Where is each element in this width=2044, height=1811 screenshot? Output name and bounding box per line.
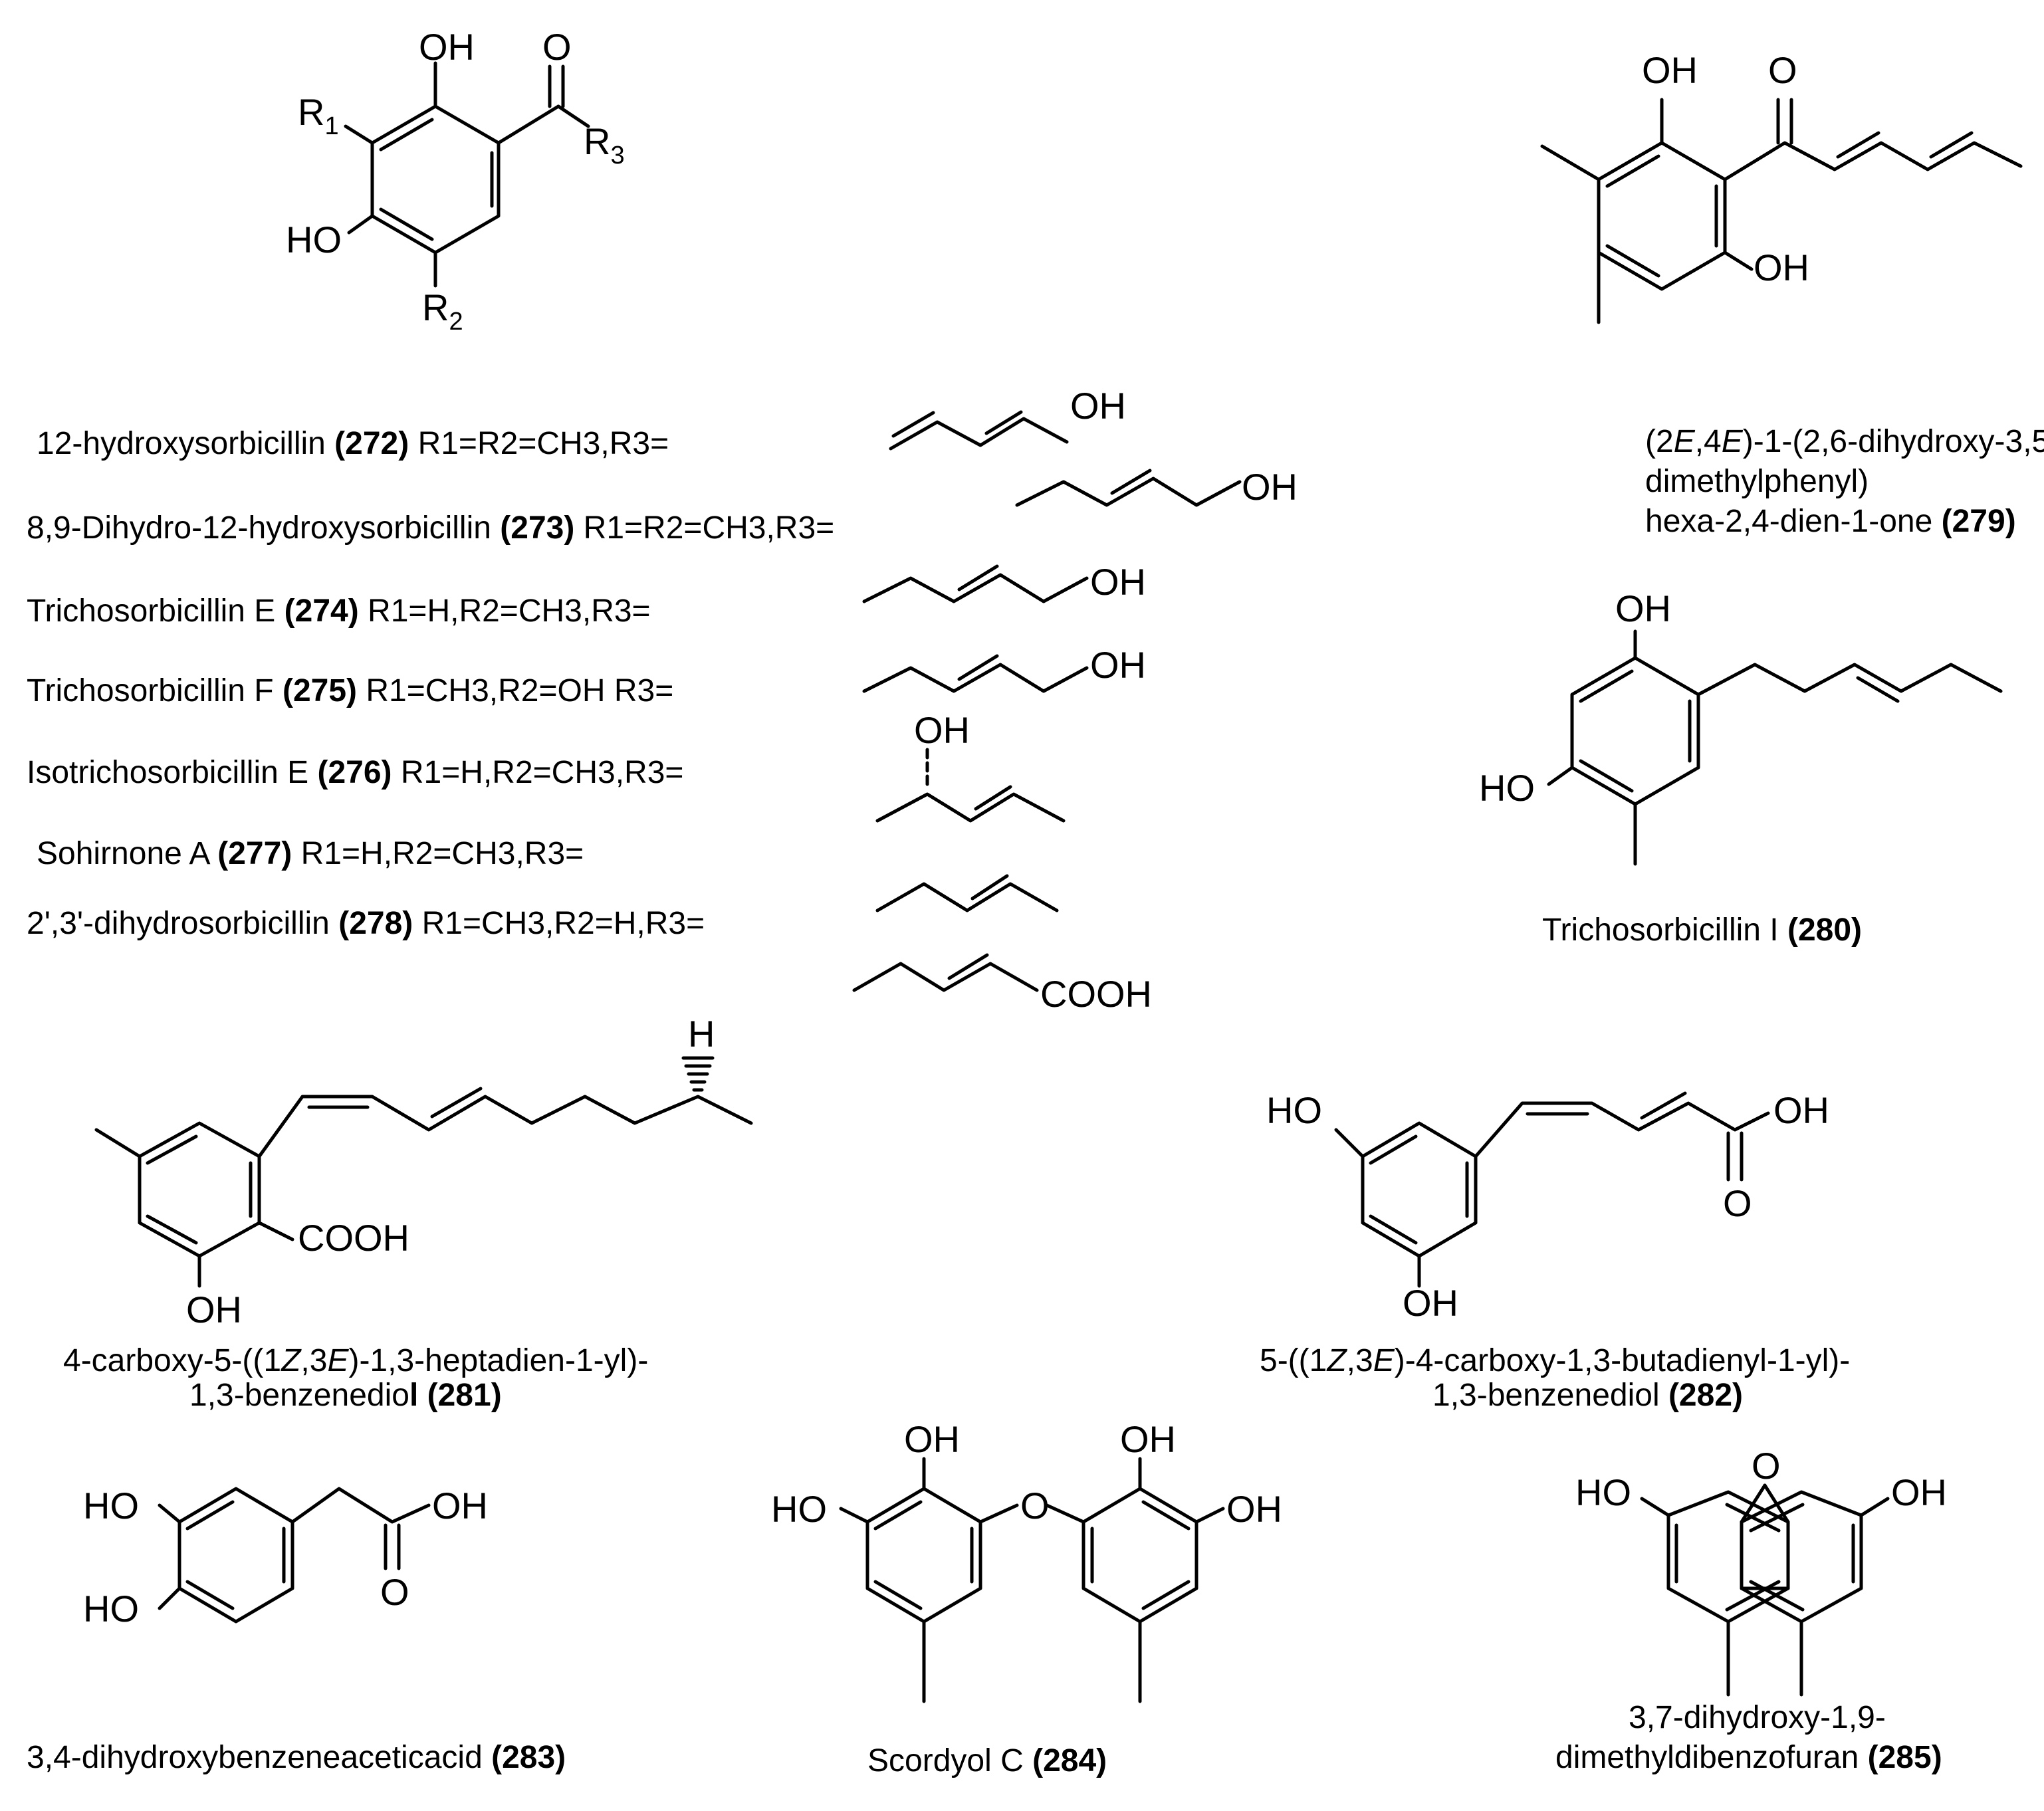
structure-280 — [1547, 629, 2003, 866]
r3-sidechain-276 — [875, 748, 1066, 823]
s285-furan-o: O — [1752, 1445, 1781, 1487]
r3-278-cooh: COOH — [1040, 973, 1152, 1015]
caption-282-line1: 5-((1Z,3E)-4-carboxy-1,3-butadienyl-1-yl… — [1260, 1343, 1850, 1378]
s282-oh-acid: OH — [1773, 1089, 1829, 1131]
structure-284 — [839, 1457, 1225, 1703]
r3-sidechain-274 — [862, 564, 1089, 603]
caption-281-line1: 4-carboxy-5-((1Z,3E)-1,3-heptadien-1-yl)… — [63, 1343, 648, 1378]
row-277: Sohirnone A (277) R1=H,R2=CH3,R3= — [37, 836, 584, 871]
caption-283: 3,4-dihydroxybenzeneaceticacid (283) — [27, 1740, 566, 1775]
caption-285-line2: dimethyldibenzofuran (285) — [1555, 1740, 1942, 1775]
caption-280: Trichosorbicillin I (280) — [1542, 912, 1862, 948]
s282-oh-bottom: OH — [1403, 1282, 1458, 1324]
r3-276-oh: OH — [914, 709, 970, 751]
s284-oh-right: OH — [1226, 1488, 1282, 1530]
compound-list: 12-hydroxysorbicillin (272) R1=R2=CH3,R3… — [27, 426, 834, 941]
s281-oh-label: OH — [186, 1289, 242, 1331]
s285-oh-label: OH — [1891, 1471, 1947, 1513]
s283-o-label: O — [380, 1571, 409, 1613]
s284-ho-left: HO — [771, 1488, 827, 1530]
s283-ho-bottom: HO — [83, 1588, 139, 1630]
core-r3-label: R3 — [584, 120, 625, 169]
caption-279-line1: (2E,4E)-1-(2,6-dihydroxy-3,5- — [1645, 424, 2044, 459]
structure-281 — [94, 1087, 753, 1288]
s283-ho-top: HO — [83, 1485, 139, 1527]
core-r1-label: R1 — [298, 91, 339, 140]
r3-sidechain-272 — [889, 410, 1069, 451]
r3-sidechain-277 — [875, 874, 1059, 912]
s282-o-label: O — [1723, 1182, 1752, 1224]
s285-ho-label: HO — [1575, 1471, 1631, 1513]
s284-oh-right-top: OH — [1120, 1418, 1176, 1460]
s280-ho-label: HO — [1479, 767, 1535, 809]
caption-279-line3: hexa-2,4-dien-1-one (279) — [1645, 504, 2016, 539]
caption-284: Scordyol C (284) — [867, 1743, 1107, 1778]
s283-oh-acid: OH — [432, 1485, 488, 1527]
row-273: 8,9-Dihydro-12-hydroxysorbicillin (273) … — [27, 510, 834, 546]
caption-285-line1: 3,7-dihydroxy-1,9- — [1629, 1700, 1886, 1735]
s281-h-label: H — [688, 1013, 715, 1055]
s279-oh-bottom: OH — [1754, 247, 1809, 288]
core-ho-label: HO — [286, 219, 342, 261]
structure-282 — [1334, 1091, 1770, 1288]
caption-282-line2: 1,3-benzenediol (282) — [1432, 1378, 1743, 1413]
core-oh-label: OH — [419, 26, 475, 68]
row-274: Trichosorbicillin E (274) R1=H,R2=CH3,R3… — [27, 593, 651, 629]
s284-oh-left: OH — [904, 1418, 960, 1460]
structure-283 — [158, 1487, 431, 1624]
r3-275-oh: OH — [1090, 644, 1146, 686]
r3-273-oh: OH — [1242, 466, 1298, 508]
r3-sidechain-278 — [852, 953, 1039, 992]
s281-cooh-label: COOH — [298, 1217, 409, 1259]
r3-274-oh: OH — [1090, 561, 1146, 603]
r3-sidechain-275 — [862, 654, 1089, 693]
caption-281-line2: 1,3-benzenediol (281) — [189, 1378, 502, 1413]
s279-o-label: O — [1768, 49, 1797, 91]
row-272: 12-hydroxysorbicillin (272) R1=R2=CH3,R3… — [37, 426, 669, 461]
s282-ho-label: HO — [1266, 1089, 1322, 1131]
core-r2-label: R2 — [422, 286, 463, 336]
s279-oh-top: OH — [1642, 49, 1698, 91]
s280-oh-top: OH — [1615, 587, 1671, 629]
core-scaffold-structure — [344, 61, 590, 288]
r3-sidechain-273 — [1015, 469, 1242, 507]
structure-279 — [1540, 98, 2023, 324]
row-278: 2',3'-dihydrosorbicillin (278) R1=CH3,R2… — [27, 906, 705, 941]
core-ketone-o-label: O — [542, 26, 572, 68]
s281-hashed-wedge — [681, 1056, 715, 1092]
row-276: Isotrichosorbicillin E (276) R1=H,R2=CH3… — [27, 755, 683, 790]
caption-279-line2: dimethylphenyl) — [1645, 464, 1869, 499]
structure-285 — [1640, 1483, 1890, 1697]
s284-ether-o: O — [1020, 1485, 1050, 1527]
r3-272-oh: OH — [1070, 385, 1126, 427]
row-275: Trichosorbicillin F (275) R1=CH3,R2=OH R… — [27, 673, 673, 708]
